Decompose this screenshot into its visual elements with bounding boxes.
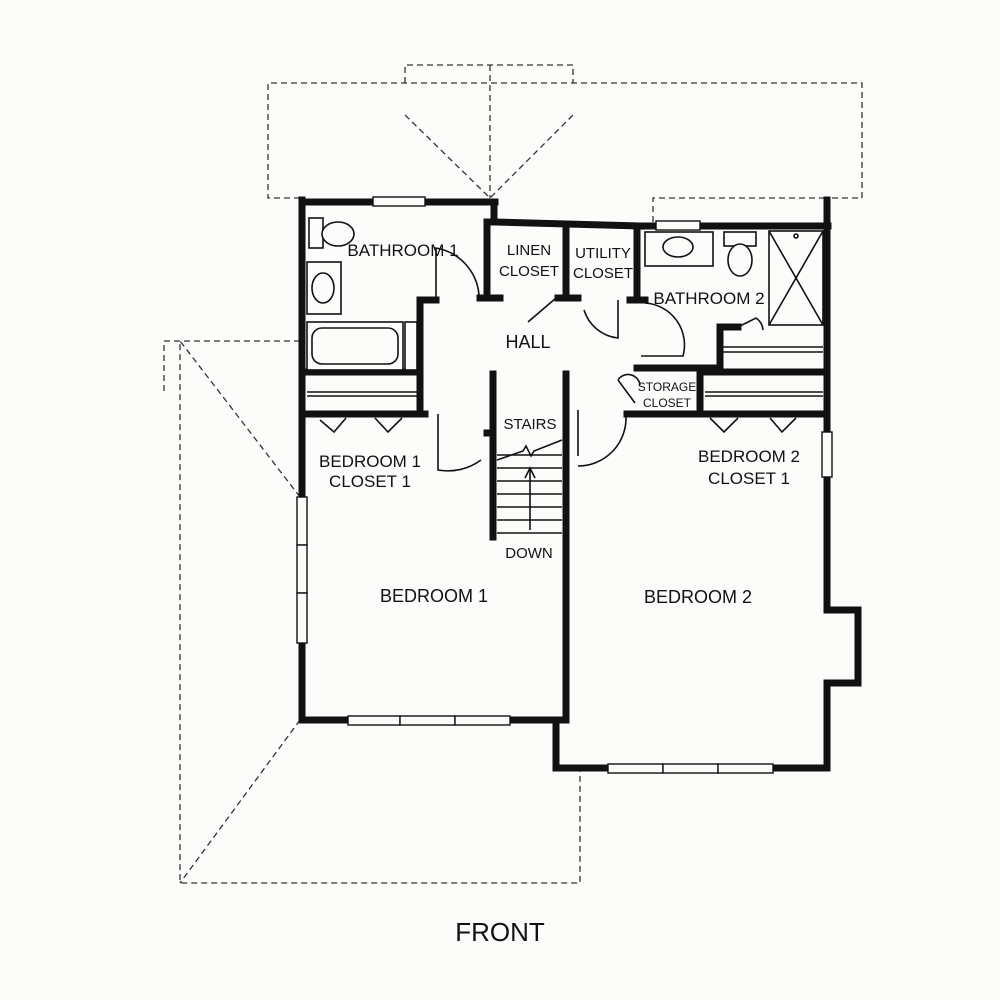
label-bedroom-2: BEDROOM 2 <box>644 587 752 607</box>
toilet-tank-icon <box>308 217 324 249</box>
toilet-icon <box>727 243 753 277</box>
label-linen-closet-line2: CLOSET <box>499 263 559 280</box>
label-linen-closet-line1: LINEN <box>507 242 551 259</box>
door-swing <box>435 247 480 300</box>
window <box>655 220 701 231</box>
door-swing <box>737 317 764 331</box>
door-swing <box>641 302 686 357</box>
window <box>454 715 511 726</box>
window <box>296 496 308 546</box>
closet-shelves <box>307 391 823 397</box>
bifold-door <box>709 417 739 434</box>
stair-treads <box>496 439 563 534</box>
door-swing <box>577 410 627 467</box>
label-down: DOWN <box>505 545 553 562</box>
bathroom1-fixtures <box>306 217 418 371</box>
label-bedroom1-closet-line2: CLOSET 1 <box>329 472 411 491</box>
bathroom2-fixtures <box>644 230 824 353</box>
toilet-icon <box>321 221 355 247</box>
roof-outline <box>163 64 863 884</box>
room-labels: BATHROOM 1 LINEN CLOSET UTILITY CLOSET B… <box>319 241 800 947</box>
door-leaf <box>527 297 557 323</box>
sink-icon <box>662 236 694 258</box>
label-bedroom2-closet-line2: CLOSET 1 <box>708 469 790 488</box>
window <box>662 763 719 774</box>
bifold-door <box>319 417 347 434</box>
sink-icon <box>311 272 335 304</box>
window <box>607 763 664 774</box>
window <box>372 196 426 207</box>
label-hall: HALL <box>505 332 550 352</box>
door-swing <box>437 414 482 472</box>
label-bathroom-1: BATHROOM 1 <box>347 241 458 260</box>
door-swing <box>617 373 641 404</box>
label-stairs: STAIRS <box>503 416 556 433</box>
label-storage-closet-line2: CLOSET <box>643 396 692 410</box>
label-utility-closet-line2: CLOSET <box>573 265 633 282</box>
shower-head-icon <box>793 233 799 239</box>
label-bathroom-2: BATHROOM 2 <box>653 289 764 308</box>
linen-shelf <box>404 321 418 371</box>
window <box>717 763 774 774</box>
window <box>399 715 456 726</box>
bathtub-basin <box>311 327 399 365</box>
label-bedroom-1: BEDROOM 1 <box>380 586 488 606</box>
windows <box>296 196 833 774</box>
doors <box>319 247 797 472</box>
label-bedroom1-closet-line1: BEDROOM 1 <box>319 452 421 471</box>
door-swing <box>583 300 619 339</box>
bifold-door <box>769 417 797 434</box>
window <box>296 544 308 594</box>
bifold-door <box>374 417 403 434</box>
window <box>821 431 833 478</box>
window <box>296 592 308 644</box>
label-bedroom2-closet-line1: BEDROOM 2 <box>698 447 800 466</box>
window <box>347 715 401 726</box>
label-storage-closet-line1: STORAGE <box>638 380 696 394</box>
label-utility-closet-line1: UTILITY <box>575 245 631 262</box>
label-front: FRONT <box>455 917 545 947</box>
